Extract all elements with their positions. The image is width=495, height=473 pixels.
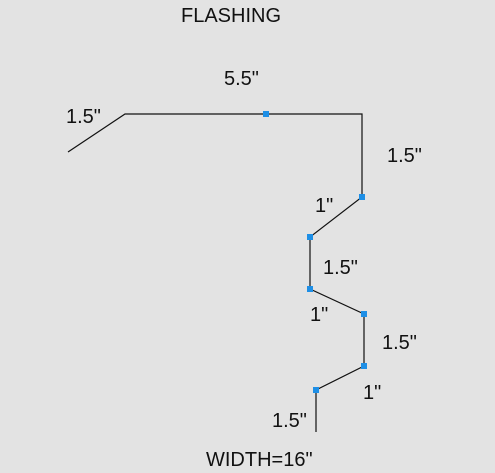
flashing-profile-line — [67, 113, 365, 432]
selection-grips — [263, 111, 367, 393]
segment-length-label: 1" — [363, 382, 382, 404]
grip-handle[interactable] — [313, 387, 319, 393]
grip-handle[interactable] — [361, 363, 367, 369]
segment-length-label: 1" — [310, 304, 329, 326]
drawing-title: FLASHING — [181, 5, 282, 27]
grip-handle[interactable] — [361, 311, 367, 317]
total-width-label: WIDTH=16" — [206, 449, 313, 471]
grip-handle[interactable] — [263, 111, 269, 117]
segment-length-label: 1.5" — [272, 410, 307, 432]
segment-length-label: 1.5" — [387, 145, 422, 167]
segment-length-label: 1.5" — [382, 332, 417, 354]
segment-length-label: 1.5" — [66, 106, 101, 128]
grip-handle[interactable] — [307, 286, 313, 292]
segment-length-label: 1" — [315, 195, 334, 217]
grip-handle[interactable] — [307, 234, 313, 240]
grip-handle[interactable] — [359, 194, 365, 200]
segment-length-label: 5.5" — [224, 68, 259, 90]
segment-length-label: 1.5" — [323, 257, 358, 279]
